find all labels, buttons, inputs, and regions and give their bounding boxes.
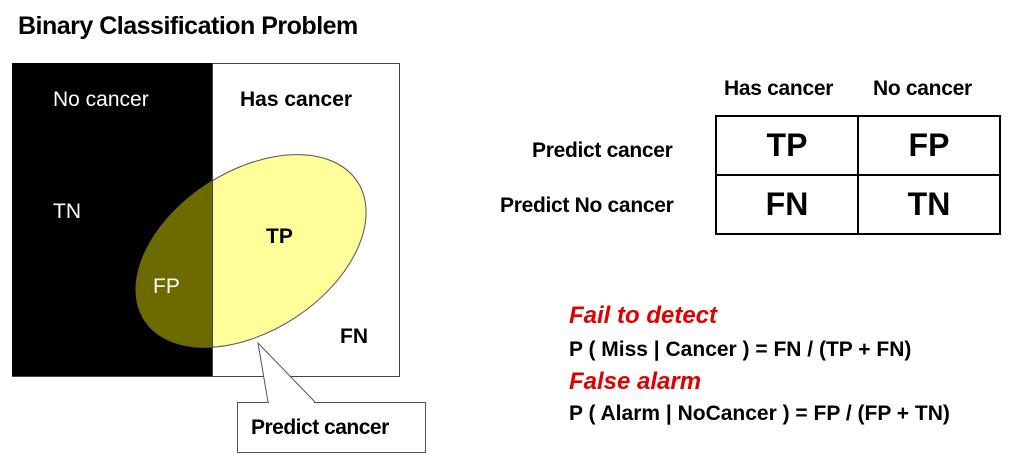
row-header-predict-cancer: Predict cancer xyxy=(532,139,673,162)
callout-pointer xyxy=(257,341,316,403)
page-title: Binary Classification Problem xyxy=(18,12,358,40)
callout-label: Predict cancer xyxy=(251,416,389,439)
col-header-has-cancer: Has cancer xyxy=(724,77,834,100)
miss-formula: P ( Miss | Cancer ) = FN / (TP + FN) xyxy=(569,338,912,361)
cell-fp: FP xyxy=(857,115,1001,176)
cell-fn: FN xyxy=(715,174,859,235)
fp-label: FP xyxy=(153,275,180,298)
col-header-no-cancer: No cancer xyxy=(873,77,972,100)
cell-tp: TP xyxy=(715,115,859,176)
tn-label: TN xyxy=(53,200,81,223)
tp-label: TP xyxy=(266,225,293,248)
fn-label: FN xyxy=(340,325,368,348)
callout-box xyxy=(237,402,426,453)
miss-title: Fail to detect xyxy=(569,302,718,329)
cell-tn: TN xyxy=(857,174,1001,235)
has-cancer-label: Has cancer xyxy=(240,88,353,111)
confusion-matrix: TP FP FN TN xyxy=(715,115,1001,235)
alarm-title: False alarm xyxy=(569,368,702,395)
no-cancer-label: No cancer xyxy=(53,88,149,111)
row-header-predict-no-cancer: Predict No cancer xyxy=(500,194,674,217)
alarm-formula: P ( Alarm | NoCancer ) = FP / (FP + TN) xyxy=(569,402,950,425)
